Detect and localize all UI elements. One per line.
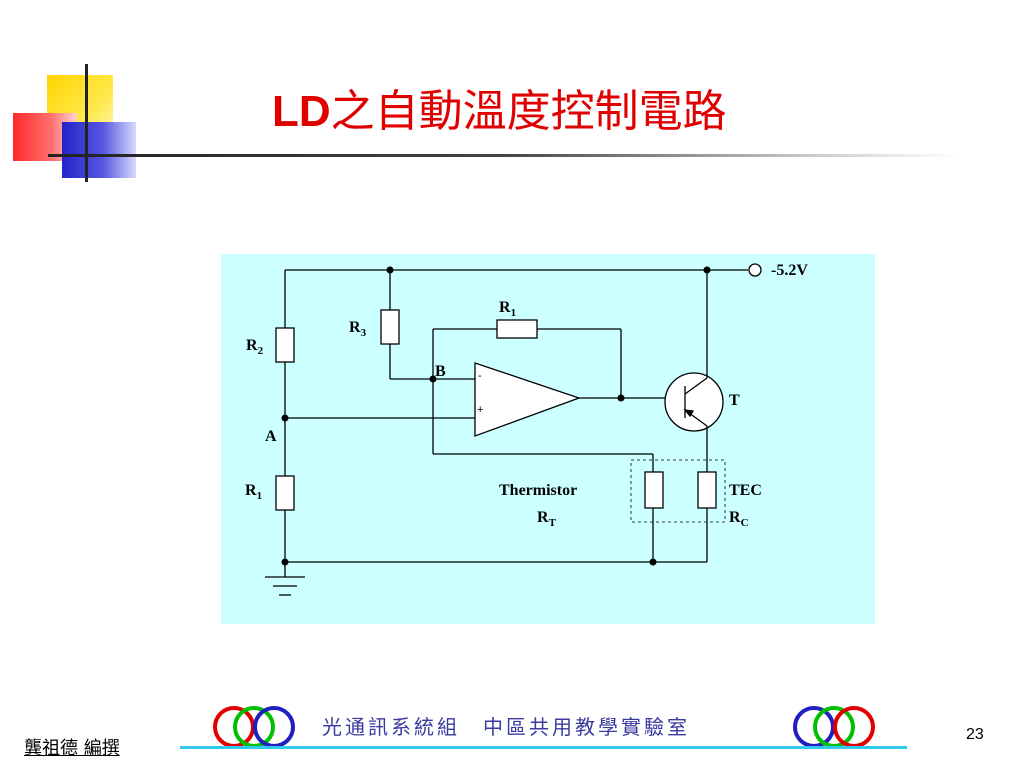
opamp (474, 362, 581, 437)
resistor-r2 (275, 327, 295, 363)
thermistor-rt (644, 471, 664, 509)
circuit-diagram: -5.2V R1 R3 R2 R1 A B T Thermistor RT TE… (221, 254, 875, 624)
label-r2: R2 (246, 337, 264, 357)
label-tec: TEC (729, 482, 762, 499)
decor-vertical-line (85, 64, 88, 182)
supply-terminal (748, 263, 762, 277)
rings-logo-left (213, 706, 295, 748)
label-r3: R3 (349, 319, 367, 339)
resistor-r3 (380, 309, 400, 345)
label-r1-feedback: R1 (499, 299, 516, 319)
title-latin: LD (272, 87, 331, 136)
resistor-r1-lower (275, 475, 295, 511)
opamp-plus-sign: + (477, 404, 483, 416)
label-rt: RT (537, 509, 557, 529)
junction-dots (281, 266, 711, 566)
title-underline (48, 154, 960, 157)
footer-organization: 光通訊系統組 中區共用教學實驗室 (322, 715, 690, 739)
diagram-background (221, 254, 875, 624)
page-number: 23 (966, 726, 984, 743)
opamp-minus-sign: - (478, 370, 482, 382)
label-supply: -5.2V (771, 262, 808, 279)
transistor-t (664, 372, 724, 432)
label-node-b: B (435, 363, 446, 380)
label-thermistor: Thermistor (499, 482, 577, 499)
circuit-wires (265, 263, 762, 596)
resistor-r1-feedback (496, 319, 538, 339)
title-cjk: 之自動溫度控制電路 (330, 86, 727, 137)
rings-logo-right (793, 706, 875, 748)
footer-line (180, 746, 907, 749)
label-transistor-t: T (729, 392, 740, 409)
decor-blue-square (62, 122, 136, 178)
page-title: LD之自動溫度控制電路 (272, 84, 727, 140)
label-rc: RC (729, 509, 749, 529)
label-r1-lower: R1 (245, 482, 262, 502)
label-node-a: A (265, 428, 277, 445)
footer-author: 龔祖德 編撰 (24, 738, 120, 759)
tec-rc (697, 471, 717, 509)
